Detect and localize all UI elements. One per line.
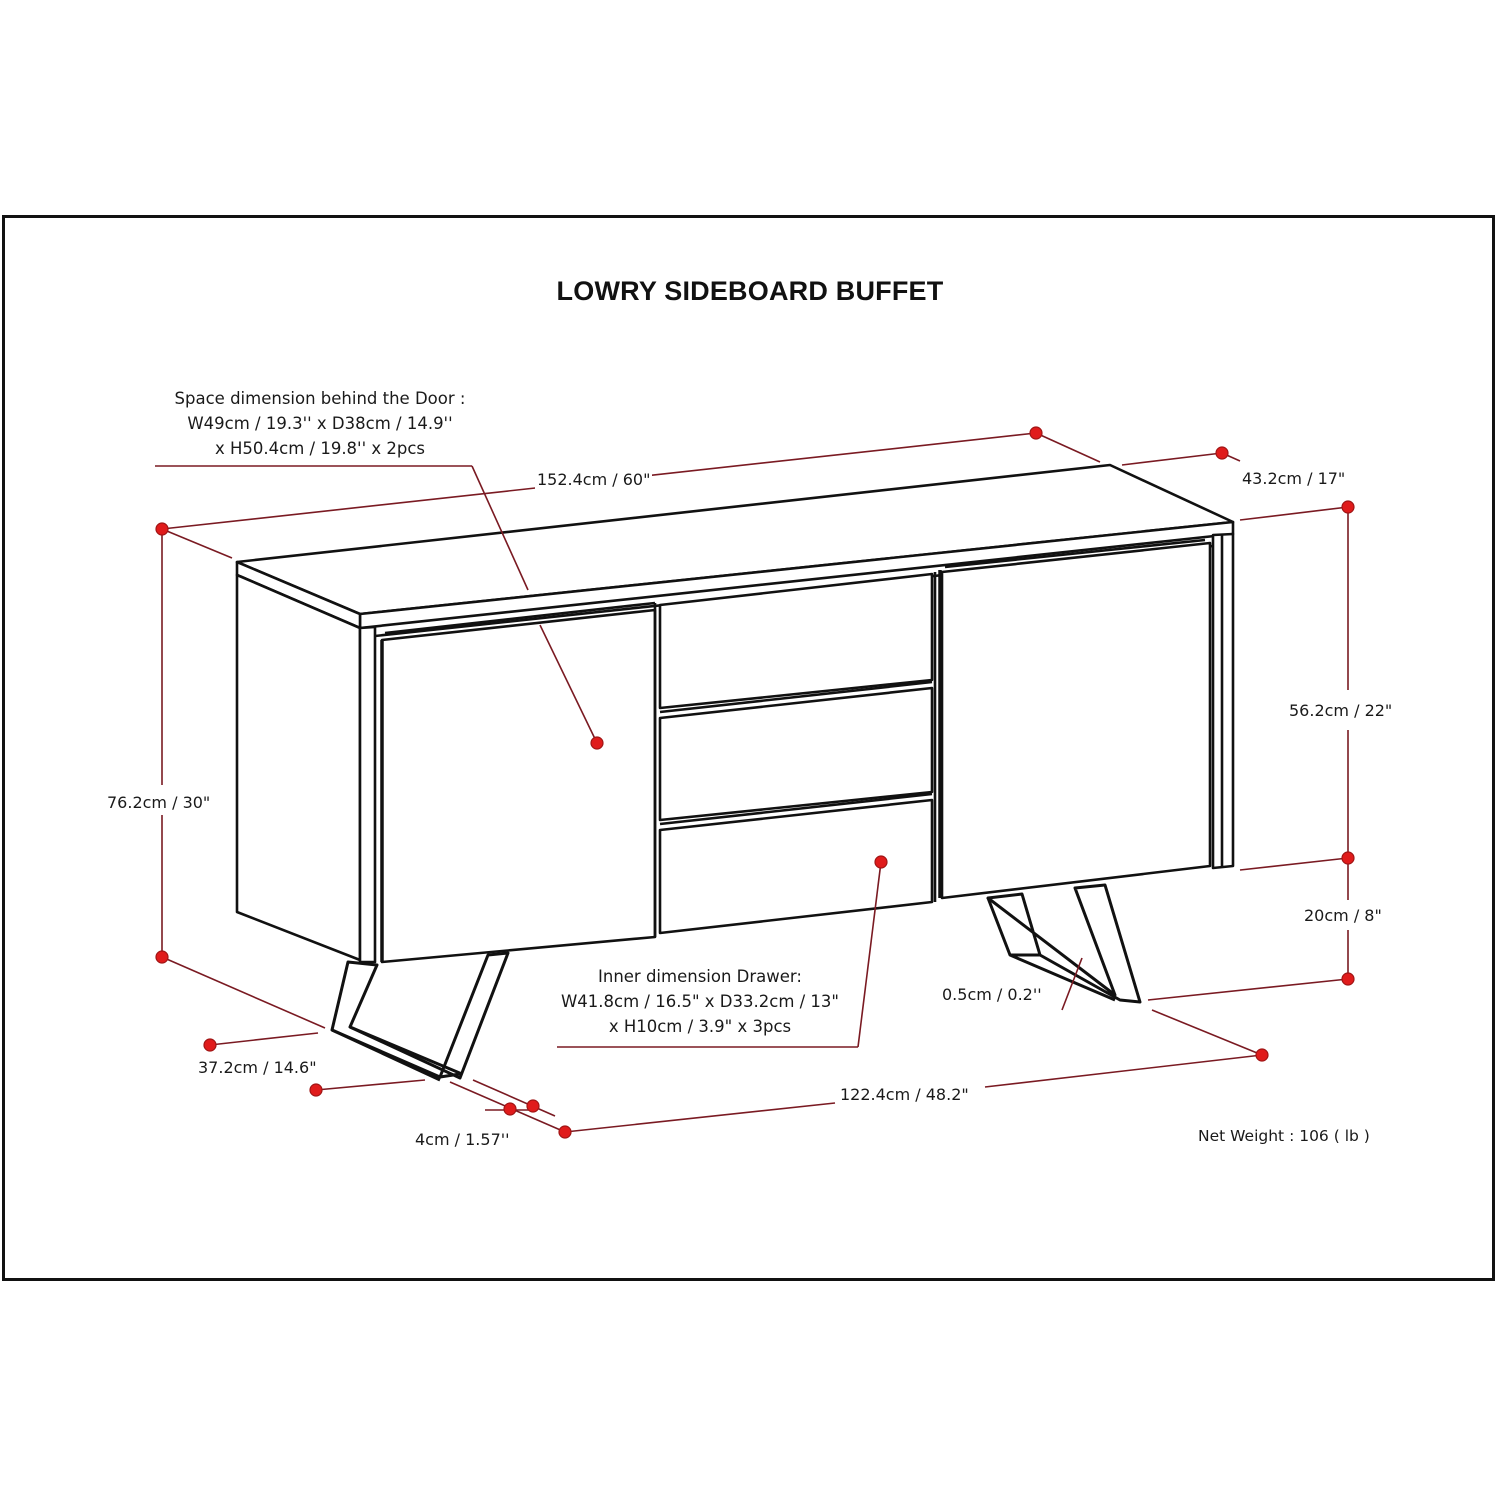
- net-weight: Net Weight : 106 ( lb ): [1196, 1124, 1372, 1149]
- drawer-inner-line3: x H10cm / 3.9" x 3pcs: [608, 1017, 792, 1036]
- diagram-frame: [2, 215, 1495, 1281]
- dimension-lines: [155, 432, 1349, 1133]
- sideboard-body: [235, 463, 1235, 964]
- dim-leg-thickness: 0.5cm / 0.2'': [942, 985, 1042, 1004]
- dim-height-body: 56.2cm / 22": [1287, 698, 1395, 723]
- drawer-inner-line2: W41.8cm / 16.5" x D33.2cm / 13": [560, 992, 840, 1011]
- door-space-line3: x H50.4cm / 19.8'' x 2pcs: [214, 439, 426, 458]
- dim-width-top: 152.4cm / 60": [535, 467, 653, 492]
- dim-leg-width: 4cm / 1.57'': [415, 1130, 510, 1149]
- dimension-dots: [155, 426, 1355, 1139]
- dim-leg-depth: 37.2cm / 14.6": [198, 1058, 317, 1077]
- dim-depth-top: 43.2cm / 17": [1240, 466, 1348, 491]
- dim-height-leg: 20cm / 8": [1302, 903, 1384, 928]
- drawer-inner-line1: Inner dimension Drawer:: [598, 967, 802, 986]
- diagram-title: LOWRY SIDEBOARD BUFFET: [556, 276, 944, 306]
- dim-height-total: 76.2cm / 30": [105, 790, 213, 815]
- dim-leg-span: 122.4cm / 48.2": [838, 1082, 971, 1107]
- door-space-line1: Space dimension behind the Door :: [174, 389, 466, 408]
- drawer-inner-note: Inner dimension Drawer: W41.8cm / 16.5" …: [535, 964, 865, 1039]
- door-space-note: Space dimension behind the Door : W49cm …: [130, 386, 510, 461]
- door-space-line2: W49cm / 19.3'' x D38cm / 14.9'': [187, 414, 453, 433]
- sideboard-legs: [330, 883, 1142, 1082]
